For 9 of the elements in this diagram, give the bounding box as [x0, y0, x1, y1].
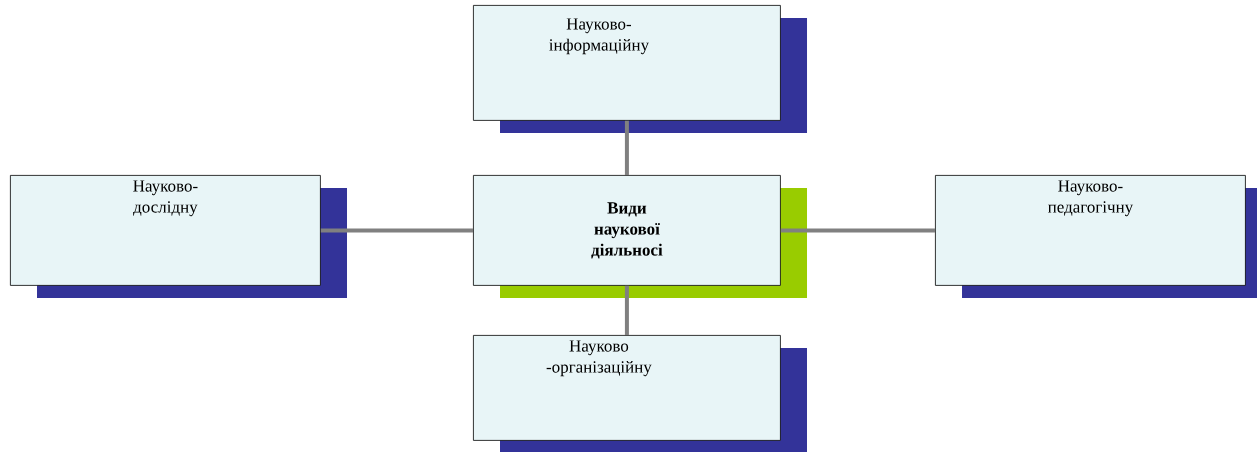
connector-line: [780, 228, 935, 233]
process-box: Види наукової діяльносі: [473, 175, 807, 298]
connector-line: [320, 228, 473, 233]
process-box: Науково- інформаційну: [473, 5, 807, 133]
connector-line: [624, 285, 629, 335]
connector-line: [624, 120, 629, 175]
process-box: Науково- дослідну: [10, 175, 347, 298]
process-box: Науково -організаційну: [473, 335, 807, 452]
process-box: Науково- педагогічну: [935, 175, 1257, 298]
